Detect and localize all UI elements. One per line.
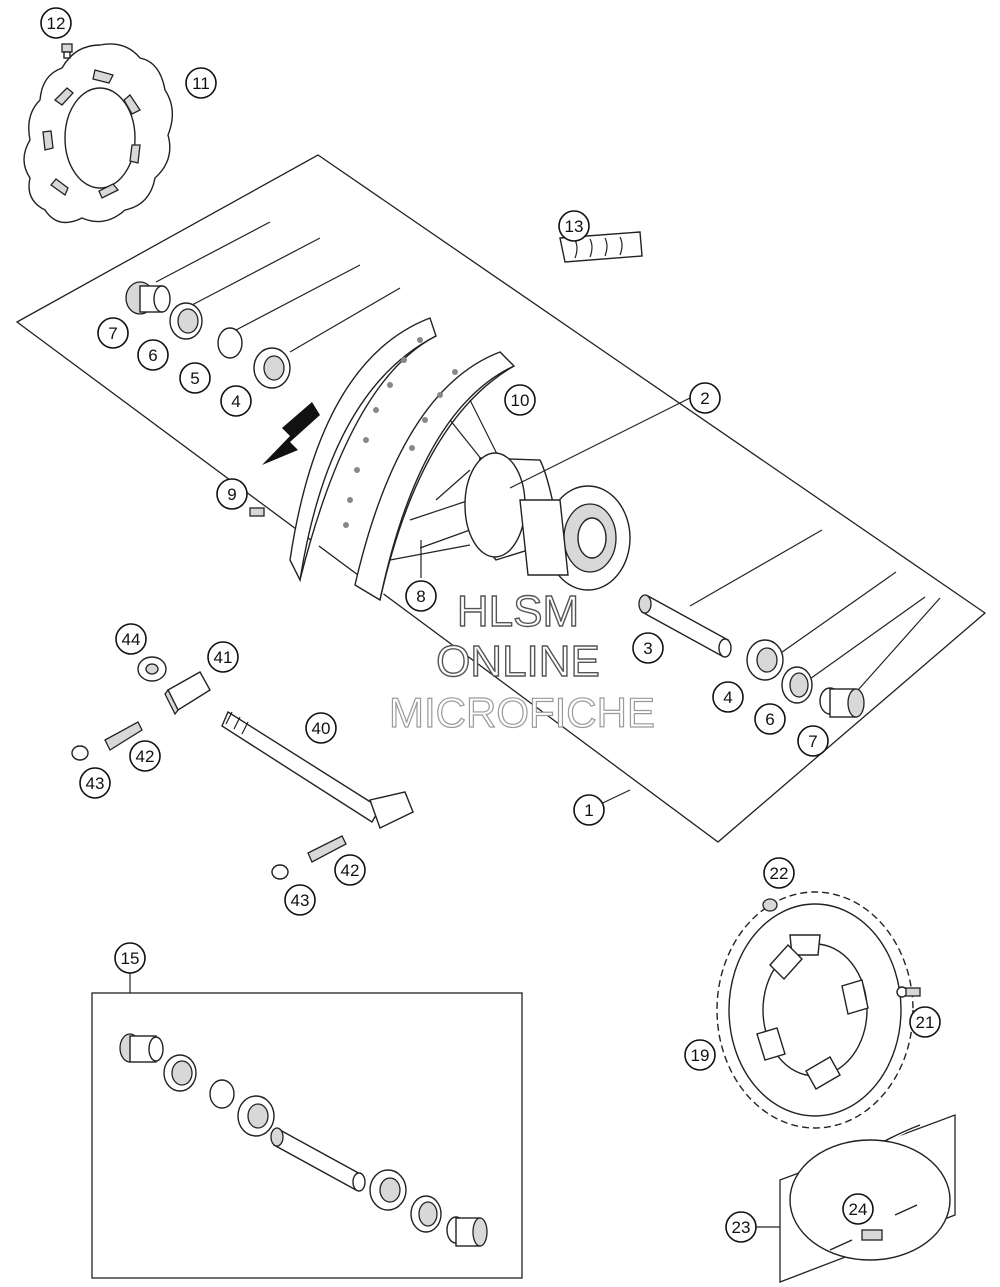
callout-1: 1	[573, 794, 605, 826]
svg-text:4: 4	[723, 688, 732, 707]
callout-15: 15	[114, 942, 146, 974]
adjuster-nut-left	[71, 745, 89, 761]
watermark-line1: HLSM	[457, 587, 579, 636]
svg-text:44: 44	[122, 630, 141, 649]
svg-text:43: 43	[291, 891, 310, 910]
svg-text:1: 1	[584, 801, 593, 820]
svg-text:3: 3	[643, 639, 652, 658]
callout-10: 10	[504, 384, 536, 416]
disc-bolt	[61, 43, 73, 59]
callout-43-right: 43	[284, 884, 316, 916]
bearing-left	[253, 347, 291, 389]
callout-7-right: 7	[797, 725, 829, 757]
callout-6-left: 6	[137, 339, 169, 371]
callout-22: 22	[763, 857, 795, 889]
callout-4-right: 4	[712, 681, 744, 713]
svg-text:21: 21	[916, 1013, 935, 1032]
callout-13: 13	[558, 210, 590, 242]
svg-text:5: 5	[190, 369, 199, 388]
spacer-tube	[638, 594, 732, 658]
callout-12: 12	[40, 7, 72, 39]
callout-2: 2	[689, 382, 721, 414]
sprocket-bolt	[896, 986, 921, 998]
callout-40: 40	[305, 712, 337, 744]
svg-text:13: 13	[565, 217, 584, 236]
svg-text:42: 42	[341, 861, 360, 880]
bearing-right	[746, 639, 784, 681]
adjuster-bolt-right	[307, 835, 347, 863]
hub	[464, 452, 631, 591]
svg-text:11: 11	[192, 74, 210, 93]
svg-text:24: 24	[849, 1200, 868, 1219]
bearing-kit-parts	[119, 1033, 488, 1247]
bearing-kit-frame	[91, 992, 523, 1279]
spacer-left	[125, 281, 171, 315]
svg-text:40: 40	[312, 719, 331, 738]
svg-text:10: 10	[511, 391, 530, 410]
callout-24: 24	[842, 1193, 874, 1225]
seal-left	[169, 302, 203, 340]
svg-text:9: 9	[227, 485, 236, 504]
valve	[249, 507, 265, 517]
callout-21: 21	[909, 1006, 941, 1038]
adjuster-nut-right	[271, 864, 289, 880]
right-leader-lines	[689, 529, 941, 709]
wheel-assembly-frame	[15, 154, 987, 843]
callout-6-right: 6	[754, 703, 786, 735]
svg-text:23: 23	[732, 1218, 751, 1237]
watermark-line2: ONLINE	[436, 637, 600, 686]
watermark-line3: MICROFICHE	[389, 689, 655, 736]
watermark: HLSM ONLINE MICROFICHE	[388, 586, 655, 736]
svg-text:6: 6	[765, 710, 774, 729]
left-leader-lines	[155, 221, 401, 353]
callout-41: 41	[207, 641, 239, 673]
rotation-arrow-icon	[262, 402, 320, 465]
callout-11: 11	[185, 67, 217, 99]
spokes	[389, 399, 501, 561]
axle-nut	[137, 656, 167, 682]
callout-3: 3	[632, 632, 664, 664]
svg-text:7: 7	[808, 732, 817, 751]
circlip-left	[217, 327, 243, 359]
svg-text:6: 6	[148, 346, 157, 365]
svg-text:15: 15	[121, 949, 140, 968]
svg-text:2: 2	[700, 389, 709, 408]
svg-text:19: 19	[691, 1046, 710, 1065]
callout-44: 44	[115, 623, 147, 655]
callout-5: 5	[179, 362, 211, 394]
chain-adjuster-left	[164, 671, 211, 716]
callout-8: 8	[405, 580, 437, 612]
callout-42-right: 42	[334, 854, 366, 886]
svg-text:4: 4	[231, 392, 240, 411]
svg-text:12: 12	[47, 14, 66, 33]
callout-23: 23	[725, 1211, 757, 1243]
spacer-right	[819, 687, 865, 718]
svg-text:8: 8	[416, 587, 425, 606]
svg-text:7: 7	[108, 324, 117, 343]
callout-43-left: 43	[79, 767, 111, 799]
callout-42-left: 42	[129, 740, 161, 772]
sprocket-nut	[762, 898, 778, 912]
callout-7-left: 7	[97, 317, 129, 349]
svg-text:43: 43	[86, 774, 105, 793]
svg-text:41: 41	[214, 648, 233, 667]
callout-19: 19	[684, 1039, 716, 1071]
svg-text:22: 22	[770, 864, 789, 883]
callout-4-left: 4	[220, 385, 252, 417]
callout-9: 9	[216, 478, 248, 510]
master-link	[861, 1229, 883, 1241]
sprocket	[716, 891, 914, 1129]
rim	[289, 317, 516, 602]
axle	[221, 710, 414, 829]
svg-text:42: 42	[136, 747, 155, 766]
seal-right	[781, 666, 813, 704]
adjuster-bolt-left	[104, 721, 143, 751]
brake-disc	[23, 43, 173, 224]
